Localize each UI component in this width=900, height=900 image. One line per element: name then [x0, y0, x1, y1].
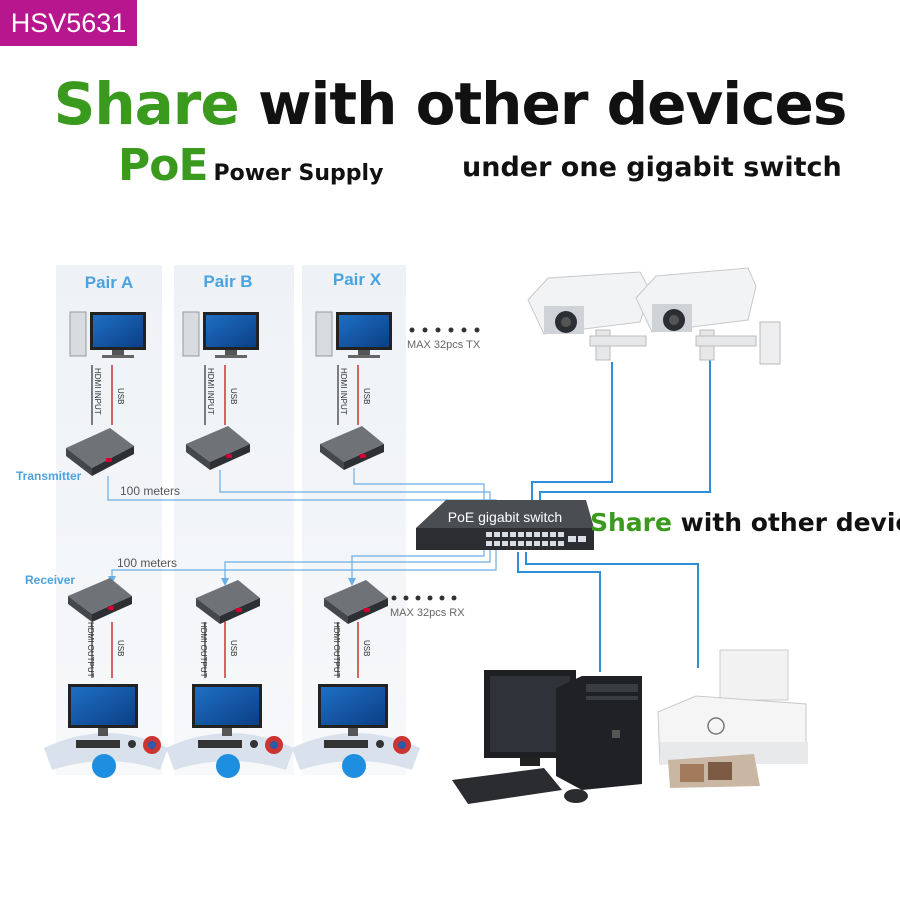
gigabit-subtitle: under one gigabit switch: [462, 152, 842, 183]
output-cables: [91, 622, 359, 678]
max-rx-label: MAX 32pcs RX: [390, 607, 465, 619]
usb-label-b: USB: [229, 388, 238, 404]
source-pc-b: [182, 311, 259, 358]
more-rx-dots: [391, 595, 457, 601]
usb-out-label-x: USB: [362, 640, 371, 656]
usb-label-x: USB: [362, 388, 371, 404]
poe-gigabit-switch: PoE gigabit switch: [416, 500, 594, 550]
hdmi-input-label-b: HDMI INPUT: [206, 368, 215, 415]
poe-highlight: PoE: [118, 140, 209, 191]
transmitter-a: [66, 428, 134, 476]
usb-label-a: USB: [116, 388, 125, 404]
page-headline: Share with other devices: [0, 70, 900, 138]
pair-x-label: Pair X: [333, 270, 382, 289]
receiver-x: [324, 580, 388, 624]
pair-a-label: Pair A: [85, 273, 134, 292]
switch-label: PoE gigabit switch: [448, 509, 562, 525]
product-code-badge: HSV5631: [0, 0, 137, 46]
share-devices-rest: with other devices: [680, 508, 900, 537]
tx-distance-label: 100 meters: [120, 484, 180, 498]
rx-network-lines: [111, 548, 497, 580]
share-devices-title: Share with other devices: [590, 508, 900, 537]
max-tx-label: MAX 32pcs TX: [407, 339, 481, 351]
share-devices-highlight: Share: [590, 508, 672, 537]
headline-highlight: Share: [53, 70, 240, 138]
hdmi-output-label-b: HDMI OUTPUT: [199, 622, 208, 678]
transmitter-row-label: Transmitter: [16, 469, 82, 483]
pair-b-label: Pair B: [203, 272, 252, 291]
display-workstation-a: [44, 684, 168, 778]
device-network-lines: [517, 360, 711, 672]
hdmi-output-label-x: HDMI OUTPUT: [332, 622, 341, 678]
rx-distance-label: 100 meters: [117, 556, 177, 570]
display-workstation-x: [292, 684, 420, 778]
more-tx-dots: [409, 327, 480, 333]
desktop-computer: [452, 670, 642, 804]
hdmi-input-label-a: HDMI INPUT: [93, 368, 102, 415]
receiver-row-label: Receiver: [25, 573, 75, 587]
display-workstation-b: [166, 684, 294, 778]
inkjet-printer: [657, 649, 808, 788]
source-pc-x: [315, 311, 392, 358]
source-pc-a: [69, 311, 146, 358]
hdmi-output-label-a: HDMI OUTPUT: [86, 622, 95, 678]
security-camera-1: [527, 271, 651, 361]
security-camera-2: [635, 267, 781, 365]
transmitter-x: [320, 426, 384, 470]
transmitter-b: [186, 426, 250, 470]
hdmi-input-label-x: HDMI INPUT: [339, 368, 348, 415]
receiver-a: [68, 578, 132, 622]
usb-out-label-a: USB: [116, 640, 125, 656]
headline-rest: with other devices: [238, 70, 847, 138]
usb-out-label-b: USB: [229, 640, 238, 656]
receiver-b: [196, 580, 260, 624]
power-supply-text: Power Supply: [213, 161, 384, 186]
input-cables: [91, 365, 359, 425]
